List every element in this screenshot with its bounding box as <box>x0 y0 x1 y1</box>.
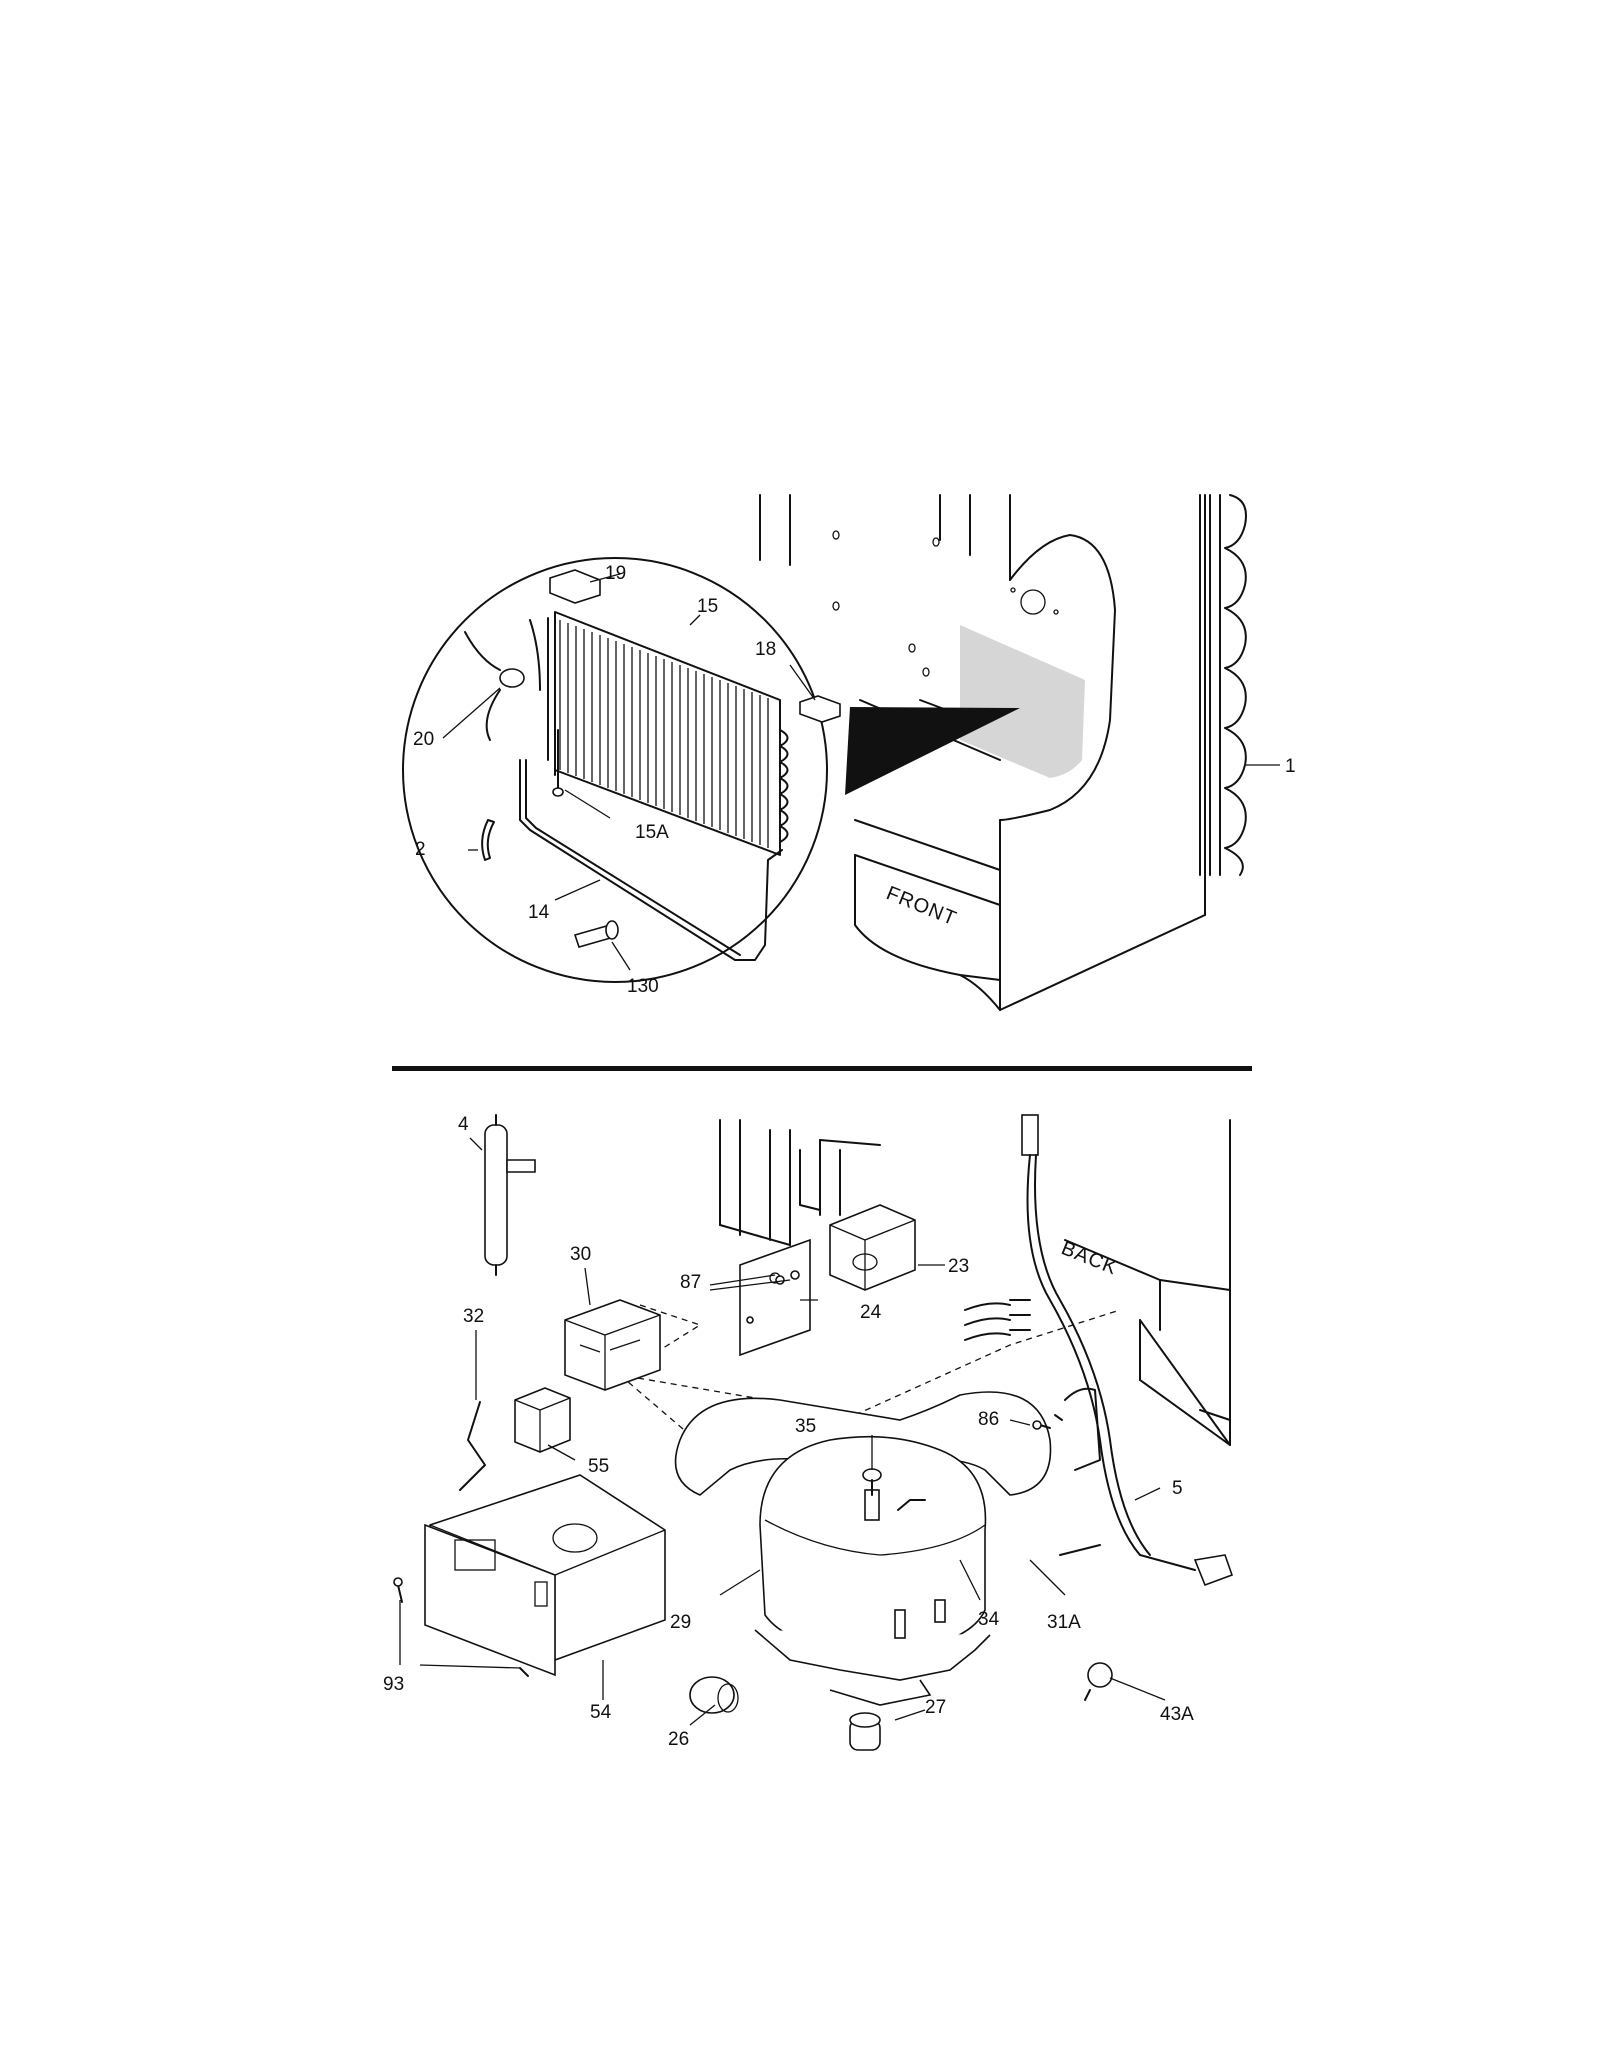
part-43a-clamp <box>1084 1662 1113 1701</box>
part-86-screw <box>1032 1414 1063 1430</box>
callout-27: 27 <box>925 1697 946 1718</box>
part-20-sensor <box>464 619 541 741</box>
callout-4: 4 <box>458 1114 469 1135</box>
part-32-wire <box>459 1401 486 1491</box>
part-18-block <box>799 695 841 723</box>
part-55-overload <box>514 1387 571 1453</box>
back-label: BACK <box>1058 1237 1120 1279</box>
part-19-block <box>549 569 601 604</box>
callout-23: 23 <box>948 1256 969 1277</box>
callout-34: 34 <box>978 1609 1000 1630</box>
callout-30: 30 <box>570 1244 591 1265</box>
part-54-control-box <box>424 1474 666 1677</box>
callout-29: 29 <box>670 1612 691 1633</box>
section-divider <box>392 1066 1252 1071</box>
evaporator-coil <box>547 611 789 856</box>
callout-130: 130 <box>627 976 659 997</box>
callout-18: 18 <box>755 639 776 660</box>
callout-24: 24 <box>860 1302 882 1323</box>
part-23-defrost-timer <box>829 1204 916 1291</box>
part-27-grommet <box>849 1712 881 1751</box>
part-4-drier <box>484 1114 536 1276</box>
callout-54: 54 <box>590 1702 612 1723</box>
callout-14: 14 <box>528 902 550 923</box>
part-87-screws <box>746 1270 800 1324</box>
callout-5: 5 <box>1172 1478 1183 1499</box>
callout-35: 35 <box>795 1416 816 1437</box>
part-14-tubing <box>519 759 783 961</box>
callout-1: 1 <box>1285 756 1296 777</box>
part-30-relay <box>564 1299 661 1391</box>
part-130-pin <box>573 920 619 948</box>
part-29-compressor <box>754 1435 991 1706</box>
part-26-grommet <box>689 1676 739 1714</box>
part-93-screws <box>393 1577 529 1677</box>
wiring-harness <box>964 1114 1151 1556</box>
callout-93: 93 <box>383 1674 404 1695</box>
callout-15a: 15A <box>635 822 669 843</box>
callout-26: 26 <box>668 1729 689 1750</box>
callout-31a: 31A <box>1047 1612 1081 1633</box>
callout-86: 86 <box>978 1409 999 1430</box>
part-24-bracket <box>739 1238 811 1357</box>
upper-cabinet-illustration: FRONT <box>759 494 1247 1011</box>
evaporator-inset <box>402 557 1280 983</box>
callout-87: 87 <box>680 1272 701 1293</box>
part-5-power-cord <box>1139 1554 1234 1587</box>
front-label: FRONT <box>883 882 960 930</box>
callout-43a: 43A <box>1160 1704 1194 1725</box>
callout-32: 32 <box>463 1306 484 1327</box>
callout-55: 55 <box>588 1456 609 1477</box>
callout-15: 15 <box>697 596 718 617</box>
callout-2: 2 <box>415 839 426 860</box>
callout-20: 20 <box>413 729 434 750</box>
machine-compartment-illustration: BACK <box>393 1114 1234 1751</box>
part-15a-fitting <box>552 729 564 797</box>
callout-19: 19 <box>605 563 626 584</box>
part-2-clip <box>481 819 495 861</box>
